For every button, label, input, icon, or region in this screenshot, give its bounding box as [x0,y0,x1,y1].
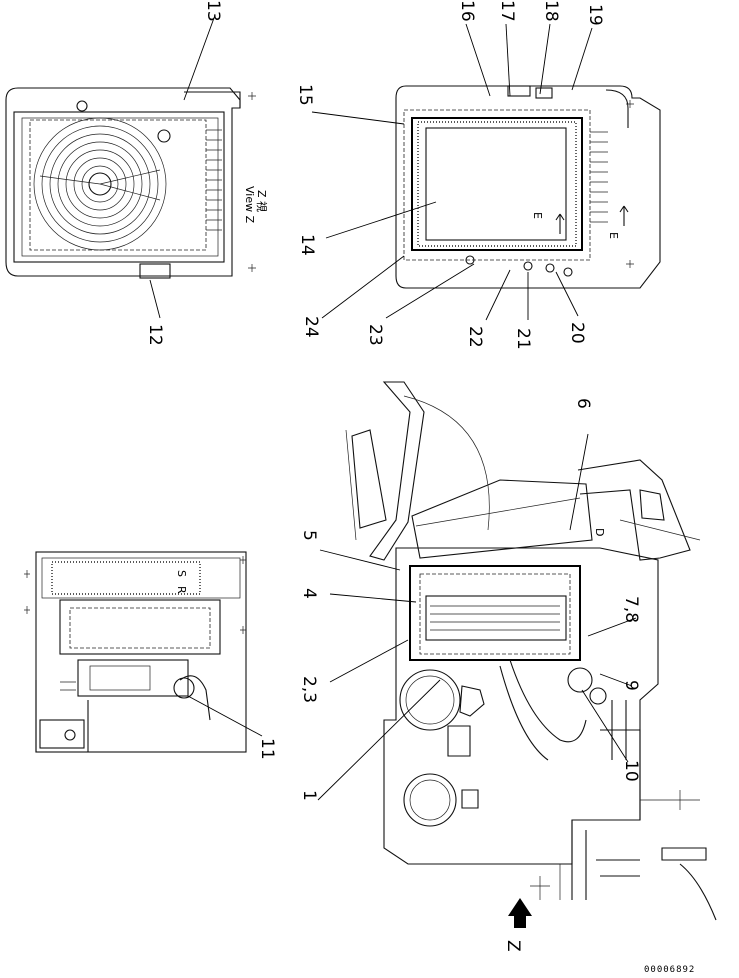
callout-numbers: 13 12 15 14 24 23 22 21 20 16 17 18 19 1… [145,0,641,801]
callout-10: 10 [621,760,641,782]
callout-2-3: 2,3 [299,676,319,703]
view-z-label-jp: Z 視 [255,190,269,212]
main-assembly [345,381,717,921]
condenser-frame-assembly [395,85,661,289]
part-letter-r: R [175,586,188,594]
callout-21: 21 [513,328,533,350]
section-marker-e-2: E [607,232,620,239]
callout-19: 19 [585,4,605,26]
view-direction-arrow [508,898,532,928]
drawing-number: 00006892 [644,965,695,975]
fan-spiral [33,117,167,251]
view-z-label-en: View Z [243,186,256,224]
callout-15: 15 [295,84,315,106]
part-letter-s: S [175,570,188,577]
callout-18: 18 [541,0,561,22]
callout-4: 4 [299,588,319,599]
callout-12: 12 [145,324,165,346]
part-letter-d: D [593,528,606,536]
callout-1: 1 [299,790,319,801]
section-marker-e-1: E [531,212,544,219]
view-arrow-letter: Z [503,940,523,952]
callout-14: 14 [297,234,317,256]
callout-24: 24 [301,316,321,338]
callout-22: 22 [465,326,485,348]
callout-9: 9 [621,680,641,691]
callout-16: 16 [457,0,477,22]
callout-11: 11 [257,738,277,760]
callout-20: 20 [567,322,587,344]
view-z-left-assembly [5,87,256,279]
side-frame-assembly [24,551,247,753]
callout-23: 23 [365,324,385,346]
callout-17: 17 [497,0,517,22]
callout-6: 6 [573,398,593,409]
callout-7-8: 7,8 [621,596,641,623]
callout-5: 5 [299,530,319,541]
callout-13: 13 [203,0,223,22]
condenser-fins [590,131,608,223]
leader-lines [149,17,637,801]
radiator-fins [206,129,222,231]
